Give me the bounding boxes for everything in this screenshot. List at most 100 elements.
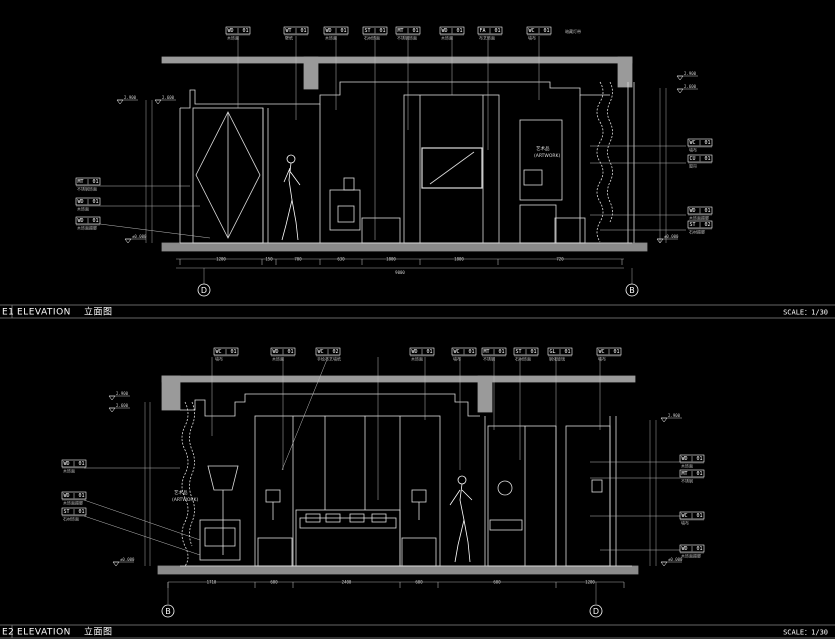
level-mark-e1: ±0.000 [124, 234, 147, 244]
human-figure-e1 [281, 154, 301, 241]
material-tag-e1-top-desc: 木饰面 [227, 35, 239, 41]
material-tag-e2-top-desc: 手绘布艺墙纸 [317, 356, 341, 362]
scale-e2: SCALE：1/30 [783, 629, 828, 637]
material-tag-e2-top-desc: 墙布 [453, 356, 461, 362]
material-tag-e1-right-code: ST | 02 [689, 222, 710, 228]
level-mark-e1: 2.900 [116, 95, 138, 105]
material-tag-e1-right-code: WD | 01 [689, 208, 710, 214]
level-mark-e2-value: 2.900 [668, 413, 681, 418]
level-mark-e1-value: ±0.000 [664, 234, 679, 239]
material-tag-e2-left-desc: 石材饰面 [63, 516, 79, 522]
material-tag-e2-right-desc: 木饰面 [681, 463, 693, 469]
elevation-e1-drawing [99, 36, 686, 284]
material-tag-e1-top-code: WT | 01 [285, 28, 306, 34]
material-tag-e2-top-desc: 墙布 [598, 356, 606, 362]
dimension-e1-value: 150 [265, 257, 273, 262]
material-tag-e1-left-desc: 木饰面 [77, 206, 89, 212]
elevation-title-e2: ELEVATION [17, 628, 71, 638]
material-tag-e2-top-desc: 石材饰面 [515, 356, 531, 362]
material-tag-e1-top-code: WD | 01 [227, 28, 248, 34]
material-tag-e1-top-code: ST | 01 [364, 28, 385, 34]
dimension-e1-value: 630 [337, 257, 345, 262]
material-tag-e2-right-code: WD | 01 [681, 546, 702, 552]
material-tag-e1-top-code: WD | 01 [325, 28, 346, 34]
material-tag-e2-top-desc: 墙布 [215, 356, 223, 362]
elevation-id-e2: E2 [2, 628, 14, 638]
material-tag-e1-right-desc: 墙布 [689, 147, 697, 153]
material-tag-e1-top-desc: 布艺饰面 [479, 35, 495, 41]
art-label-e1-text: 艺术品 [536, 145, 550, 152]
material-tag-e2-top-code: MT | 01 [483, 349, 504, 355]
material-tag-e2-left-code: WD | 01 [63, 461, 84, 467]
material-tag-e1-top-code: MT | 01 [397, 28, 418, 34]
material-tag-e1-right-desc: 窗帘 [689, 163, 697, 169]
grid-label-e1-right: B [629, 286, 635, 295]
material-tag-e2-right-desc: 木饰面踢脚 [681, 553, 701, 559]
dimension-e2-value: 1710 [207, 580, 217, 585]
human-figure-e2 [449, 475, 473, 563]
dimension-e2-value: 600 [415, 580, 423, 585]
material-tag-e1-left-code: WD | 01 [77, 218, 98, 224]
material-tag-e2-left-desc: 木饰面 [63, 468, 75, 474]
dimension-e1-value: 1200 [216, 257, 226, 262]
grid-bubbles-e2: B D [161, 604, 603, 618]
level-mark-e1-value: 2.600 [684, 84, 697, 89]
dimension-e2-value: 1200 [585, 580, 595, 585]
level-mark-e2-value: 2.600 [116, 403, 129, 408]
material-tag-e1-top-code: FA | 01 [479, 28, 500, 34]
material-tag-e1-left-desc: 不锈钢饰面 [77, 186, 97, 192]
material-tag-e1-top-desc: 不锈钢饰面 [397, 35, 417, 41]
scale-e1: SCALE：1/30 [783, 309, 828, 317]
art-label-e2: 艺术品 (ARTWORK) [172, 489, 198, 503]
art-label-e2-text: 艺术品 [174, 489, 188, 496]
elevation-title-cn-e1: 立面图 [84, 306, 113, 318]
material-tag-e2-right-code: MT | 01 [681, 471, 702, 477]
level-mark-e2-value: ±0.000 [668, 557, 683, 562]
material-tag-e2-top-code: GL | 01 [549, 349, 570, 355]
level-mark-e2: ±0.000 [660, 557, 683, 567]
overall-dim-e1: 9000 [395, 270, 405, 275]
elevation-title-cn-e2: 立面图 [84, 626, 113, 638]
material-tag-e2-left-desc: 木饰面踢脚 [63, 500, 83, 506]
material-tag-e1-top-desc: 墙布 [528, 35, 536, 41]
material-tag-e1-top-desc: 木饰面 [441, 35, 453, 41]
level-mark-e2-value: ±0.000 [120, 557, 135, 562]
dimension-e2-value: 2400 [342, 580, 352, 585]
material-tag-e1-top-code: WD | 01 [441, 28, 462, 34]
grid-label-e2-left: B [165, 607, 171, 616]
material-tag-e2-top-desc: 木饰面 [272, 356, 284, 362]
material-tag-e1-right-desc: 石材踢脚 [689, 229, 705, 235]
dimension-e1-value: 700 [294, 257, 302, 262]
material-tag-e2-top-code: WD | 01 [411, 349, 432, 355]
art-label-e1-sub: (ARTWORK) [534, 153, 560, 159]
material-tag-e2-top-code: WD | 01 [272, 349, 293, 355]
grid-label-e2-right: D [593, 607, 599, 616]
level-mark-e1-value: ±0.000 [132, 234, 147, 239]
elevation-title-e1: ELEVATION [17, 308, 71, 318]
level-mark-e1-value: 2.900 [684, 71, 697, 76]
